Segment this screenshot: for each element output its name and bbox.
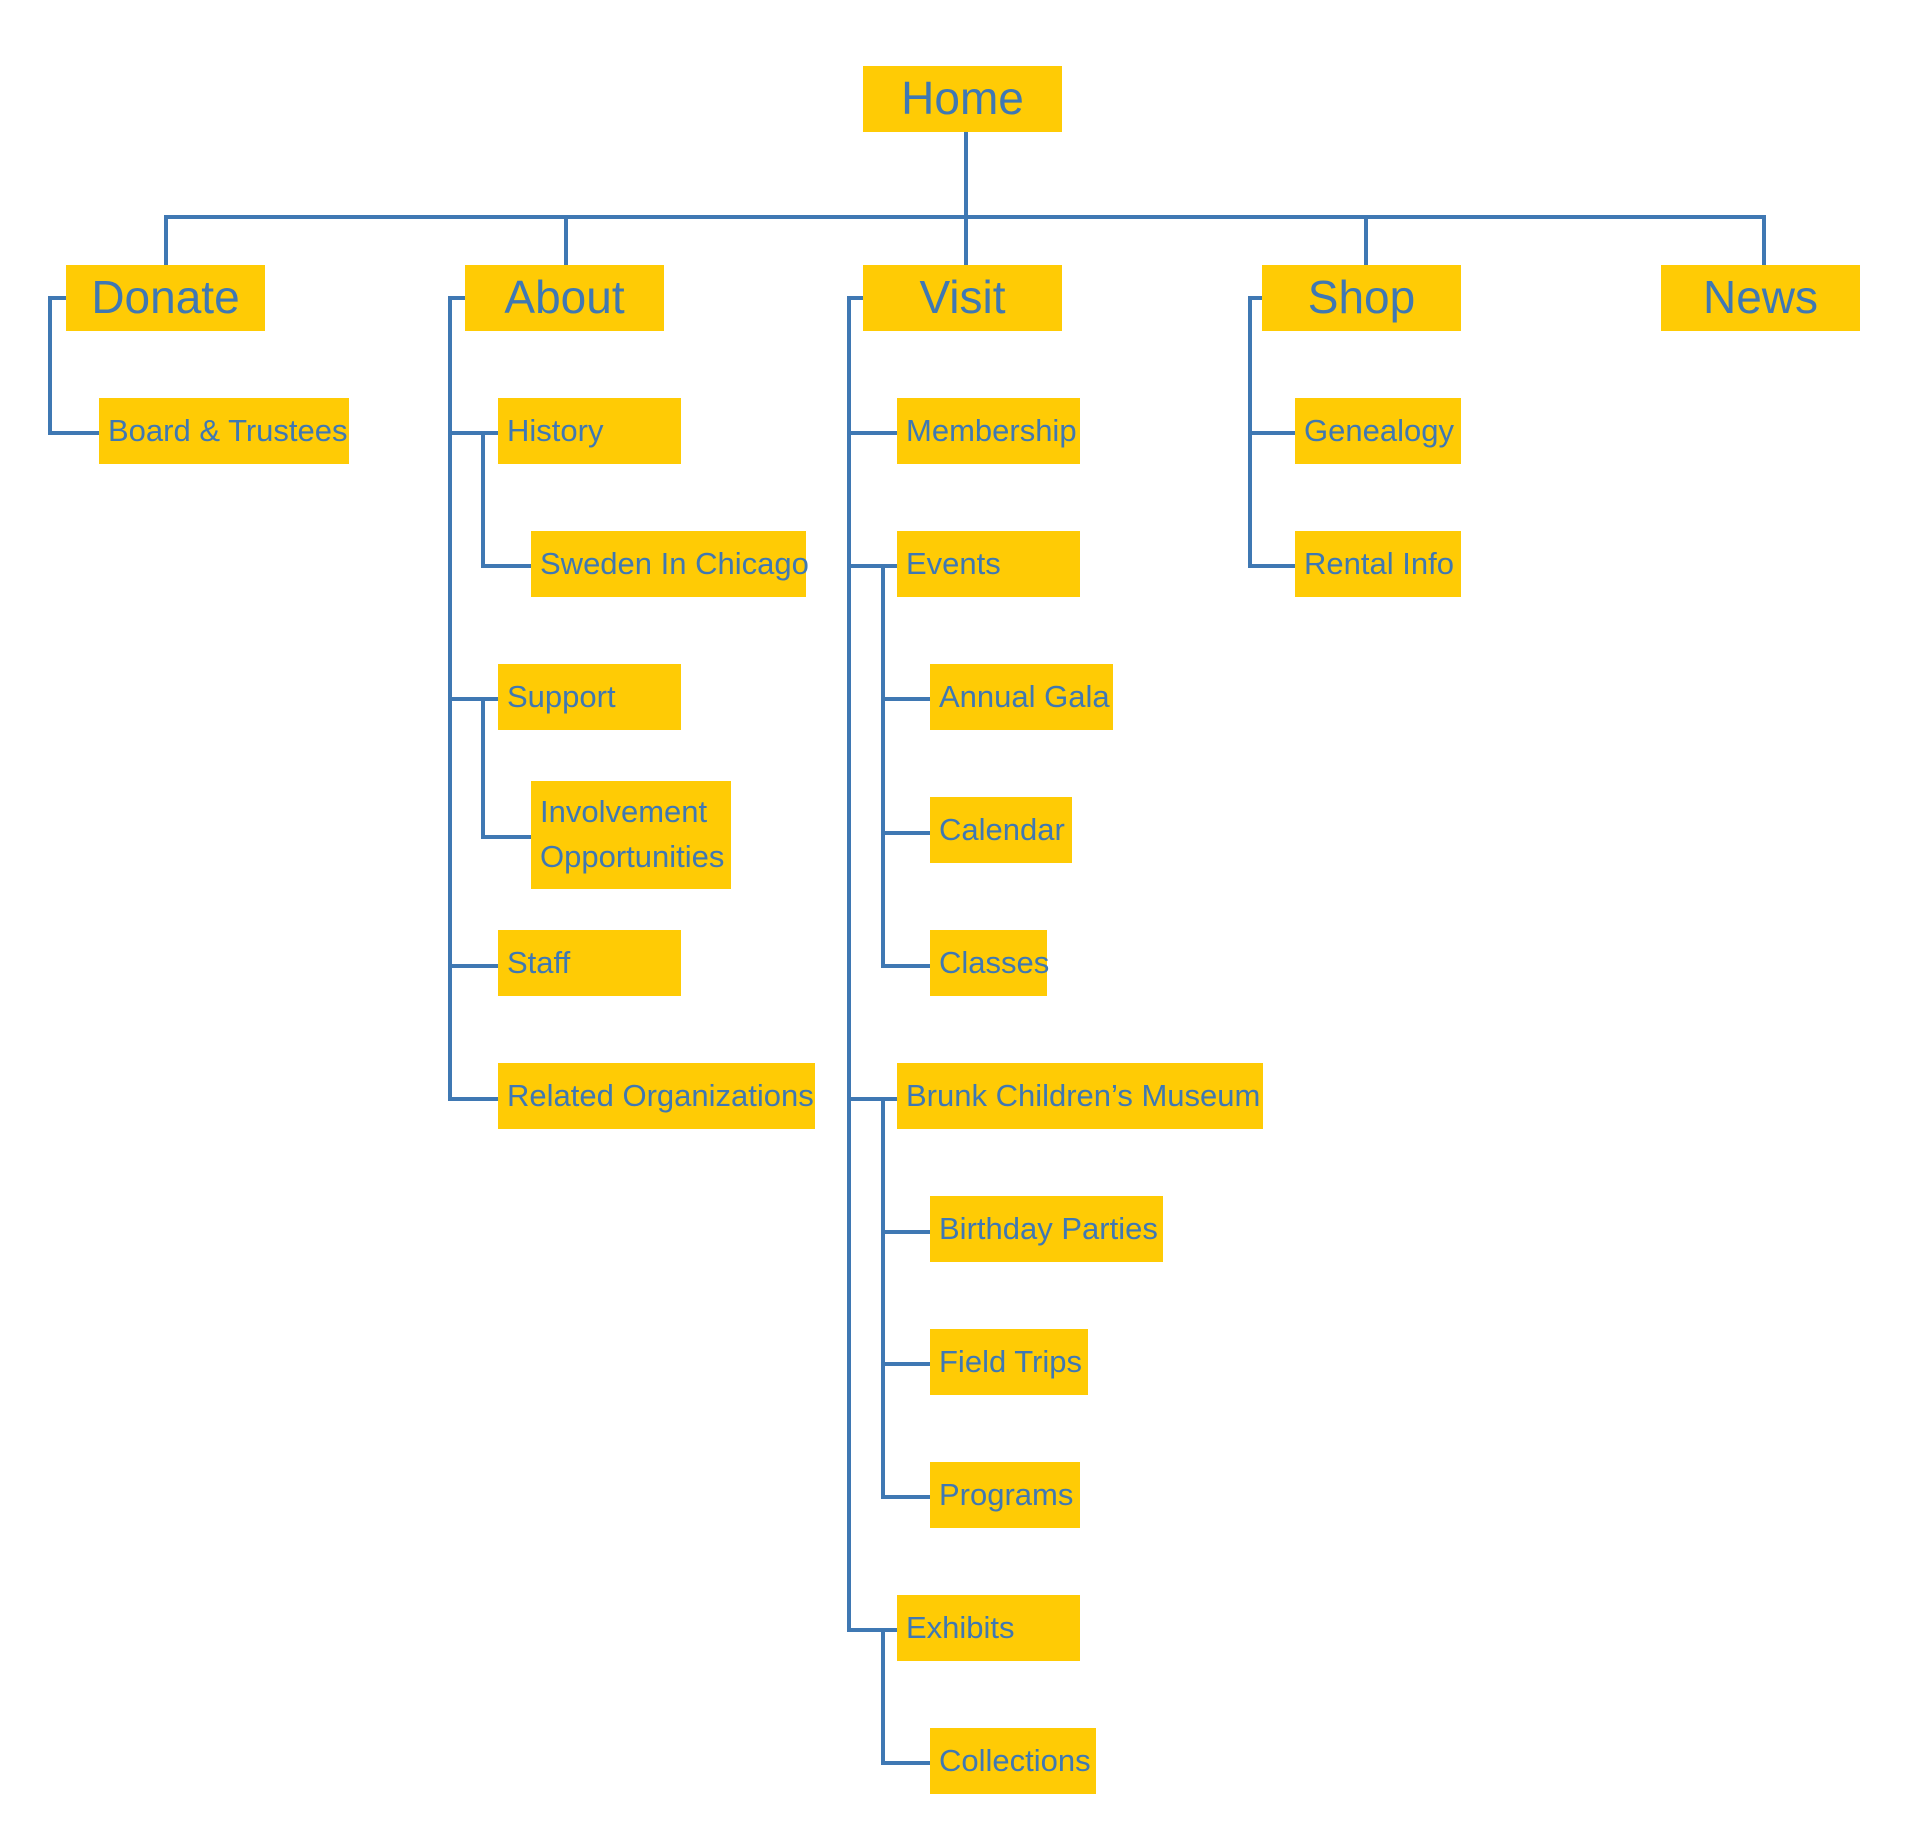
node-staff: Staff	[498, 930, 681, 996]
node-donate: Donate	[66, 265, 265, 331]
node-rental-info: Rental Info	[1295, 531, 1461, 597]
node-related-organizations: Related Organizations	[498, 1063, 815, 1129]
node-history: History	[498, 398, 681, 464]
node-involvement-opportunities: Involvement Opportunities	[531, 781, 731, 889]
node-exhibits: Exhibits	[897, 1595, 1080, 1661]
node-annual-gala: Annual Gala	[930, 664, 1113, 730]
node-board-trustees: Board & Trustees	[99, 398, 349, 464]
node-classes: Classes	[930, 930, 1049, 996]
node-collections: Collections	[930, 1728, 1096, 1794]
node-sweden-in-chicago: Sweden In Chicago	[531, 531, 809, 597]
node-brunk-childrens-museum: Brunk Children’s Museum	[897, 1063, 1263, 1129]
node-events: Events	[897, 531, 1080, 597]
node-news: News	[1661, 265, 1860, 331]
node-genealogy: Genealogy	[1295, 398, 1461, 464]
node-calendar: Calendar	[930, 797, 1072, 863]
node-field-trips: Field Trips	[930, 1329, 1088, 1395]
node-about: About	[465, 265, 664, 331]
node-programs: Programs	[930, 1462, 1080, 1528]
node-home: Home	[863, 66, 1062, 132]
node-membership: Membership	[897, 398, 1080, 464]
node-birthday-parties: Birthday Parties	[930, 1196, 1163, 1262]
node-support: Support	[498, 664, 681, 730]
node-shop: Shop	[1262, 265, 1461, 331]
node-visit: Visit	[863, 265, 1062, 331]
